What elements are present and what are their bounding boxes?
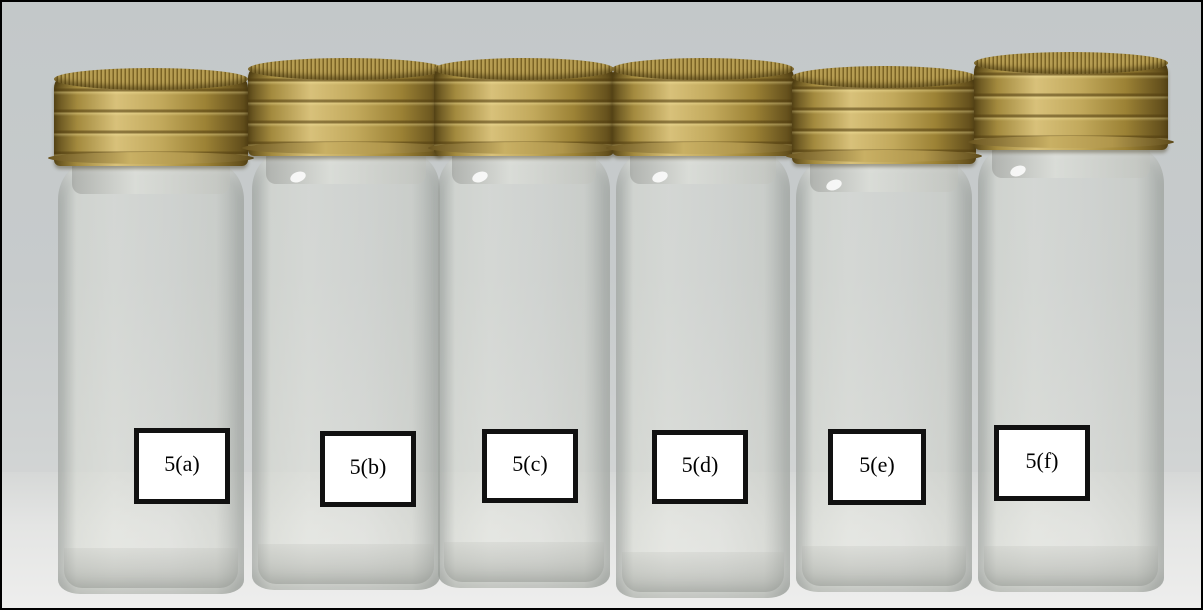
vial-label-b: 5(b) [320, 431, 416, 507]
vial-label-e: 5(e) [828, 429, 926, 505]
vial-base [64, 548, 238, 588]
vial-base [258, 544, 434, 584]
vial-f [968, 52, 1174, 592]
cap-rim [968, 136, 1174, 148]
cap-top [974, 52, 1168, 74]
cap-rim [428, 142, 620, 154]
vial-body [796, 162, 972, 592]
vial-base [802, 546, 966, 586]
vial-body [58, 164, 244, 594]
vial-c [428, 58, 620, 588]
vial-label-a: 5(a) [134, 428, 230, 504]
vial-b [242, 58, 450, 590]
gold-cap [248, 58, 444, 156]
vial-label-d: 5(d) [652, 430, 748, 504]
cap-rim [48, 152, 254, 164]
cap-rim [242, 142, 450, 154]
vial-base [444, 542, 604, 582]
vial-a [48, 68, 254, 594]
vial-body [616, 154, 790, 598]
vial-body [978, 148, 1164, 592]
cap-top [54, 68, 248, 90]
cap-top [434, 58, 614, 80]
vial-e [786, 66, 982, 592]
gold-cap [54, 68, 248, 166]
cap-rim [606, 142, 800, 154]
vial-base [622, 552, 784, 592]
cap-top [612, 58, 794, 80]
vial-body [252, 154, 440, 590]
cap-rim [786, 150, 982, 162]
gold-cap [974, 52, 1168, 150]
vial-label-f: 5(f) [994, 425, 1090, 501]
gold-cap [792, 66, 976, 164]
cap-top [248, 58, 444, 80]
vial-label-c: 5(c) [482, 429, 578, 503]
gold-cap [434, 58, 614, 156]
gold-cap [612, 58, 794, 156]
vial-d [606, 58, 800, 598]
cap-top [792, 66, 976, 88]
vial-body [438, 154, 610, 588]
vial-base [984, 546, 1158, 586]
